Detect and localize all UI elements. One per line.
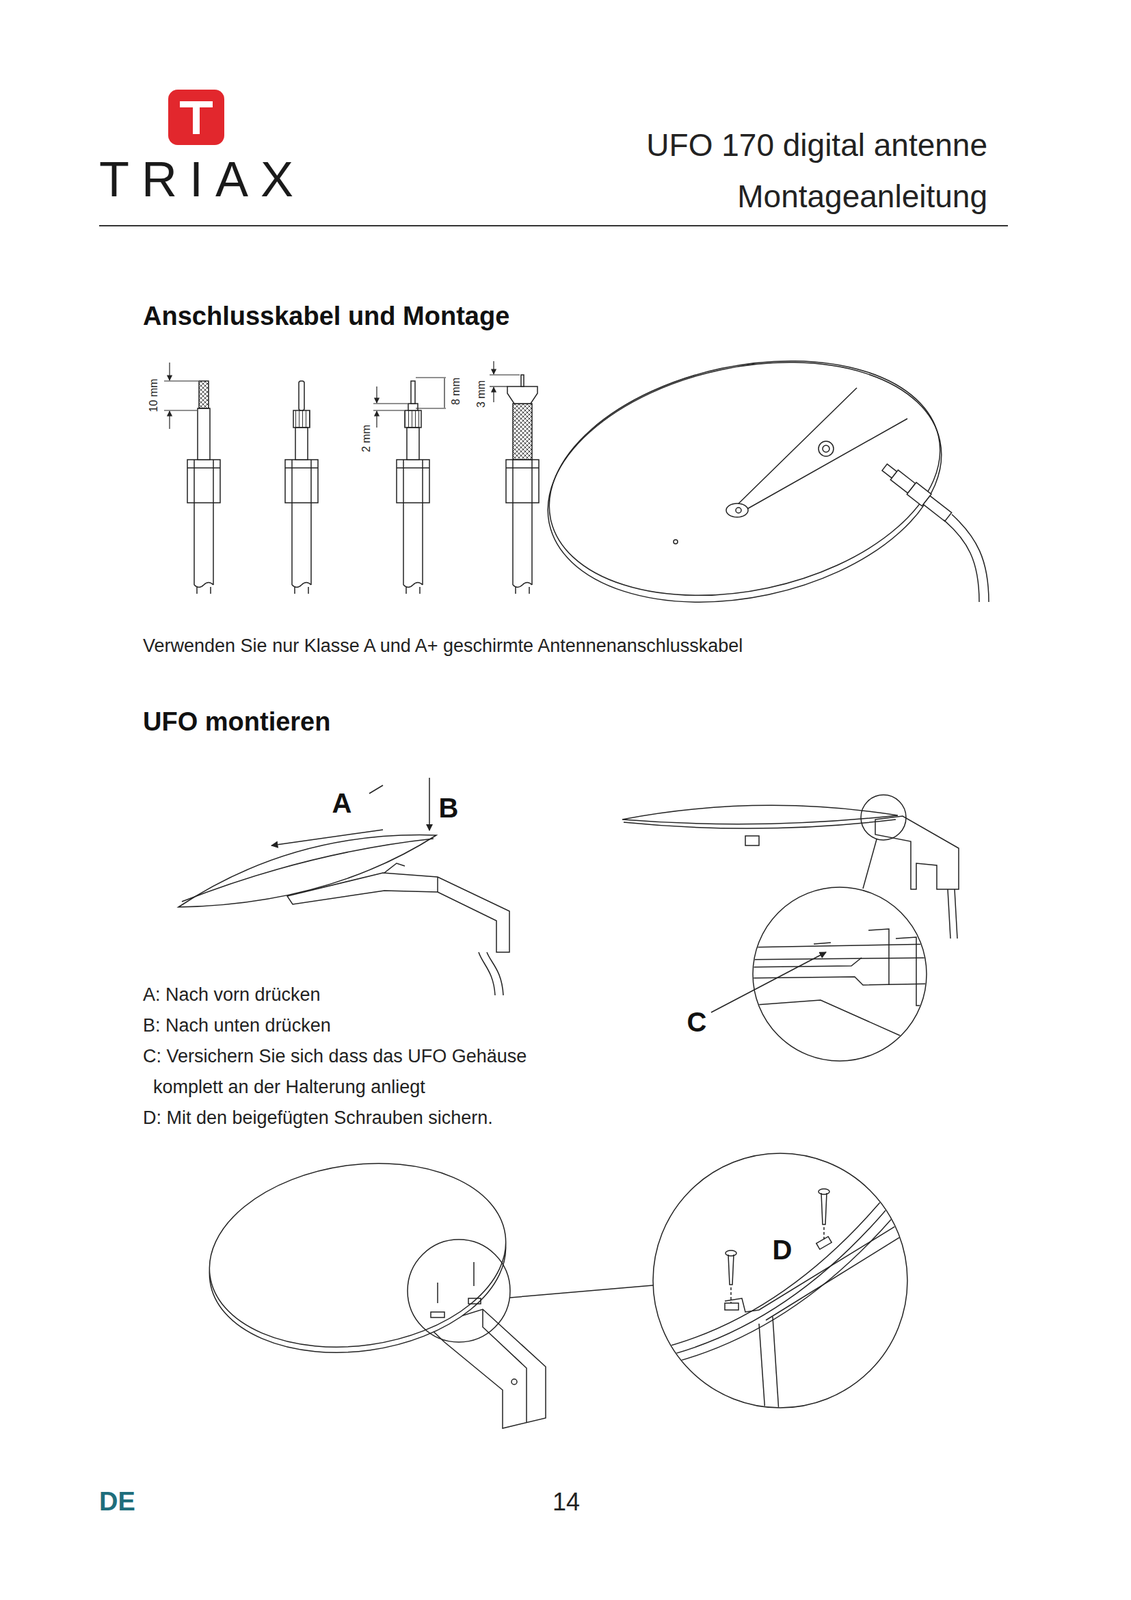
section-heading: Anschlusskabel und Montage	[142, 300, 510, 333]
dimension-label: 3 mm	[474, 380, 488, 408]
header-rule	[99, 224, 1008, 227]
section-heading: UFO montieren	[142, 706, 331, 738]
callout-letter: C	[687, 1005, 708, 1039]
instruction-step: A: Nach vorn drücken	[142, 979, 321, 1010]
dimension-label: 8 mm	[449, 377, 463, 405]
screw-fixing	[197, 1144, 910, 1428]
callout-letter: D	[772, 1232, 793, 1266]
header-subtitle: Montageanleitung	[737, 177, 988, 216]
mounting-step	[178, 777, 510, 995]
callout-letter: B	[438, 791, 459, 824]
note-text: Verwenden Sie nur Klasse A und A+ geschi…	[142, 634, 743, 657]
dimension-label: 2 mm	[359, 424, 373, 452]
callout-letter: A	[332, 786, 353, 820]
dimension-lines	[164, 361, 520, 429]
mounting-detail	[622, 794, 959, 1061]
dimension-label: 10 mm	[147, 378, 161, 413]
instruction-step: B: Nach unten drücken	[142, 1009, 331, 1041]
brand-logo	[168, 89, 225, 145]
brand-wordmark: TRIAX	[99, 149, 306, 209]
language-code: DE	[99, 1485, 136, 1518]
instruction-step: D: Mit den beigefügten Schrauben sichern…	[142, 1102, 494, 1134]
instruction-step: C: Versichern Sie sich dass das UFO Gehä…	[142, 1040, 537, 1103]
page-number: 14	[552, 1486, 580, 1516]
header-title: UFO 170 digital antenne	[646, 126, 988, 165]
antenna-plate	[525, 326, 989, 636]
cable-preparation	[187, 374, 539, 594]
